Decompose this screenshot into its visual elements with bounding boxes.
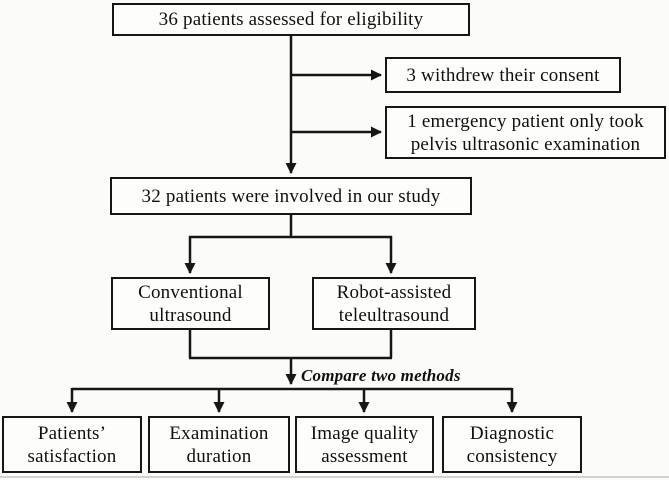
node-examination-duration: Examination duration [148,416,290,473]
node-involved-in-study: 32 patients were involved in our study [110,177,472,215]
compare-two-methods-annotation: Compare two methods [301,366,461,385]
node-conventional-ultrasound: Conventional ultrasound [111,277,270,330]
node-image-quality-assessment: Image quality assessment [295,416,434,473]
node-withdrew-consent: 3 withdrew their consent [385,57,621,93]
node-patients-satisfaction: Patients’ satisfaction [2,416,142,473]
node-diagnostic-consistency: Diagnostic consistency [442,416,582,473]
scan-artifact-rule [0,476,669,478]
node-emergency-exclusion: 1 emergency patient only took pelvis ult… [385,106,666,159]
node-robot-assisted-teleultrasound: Robot-assisted teleultrasound [312,277,476,330]
node-eligibility: 36 patients assessed for eligibility [112,3,470,36]
